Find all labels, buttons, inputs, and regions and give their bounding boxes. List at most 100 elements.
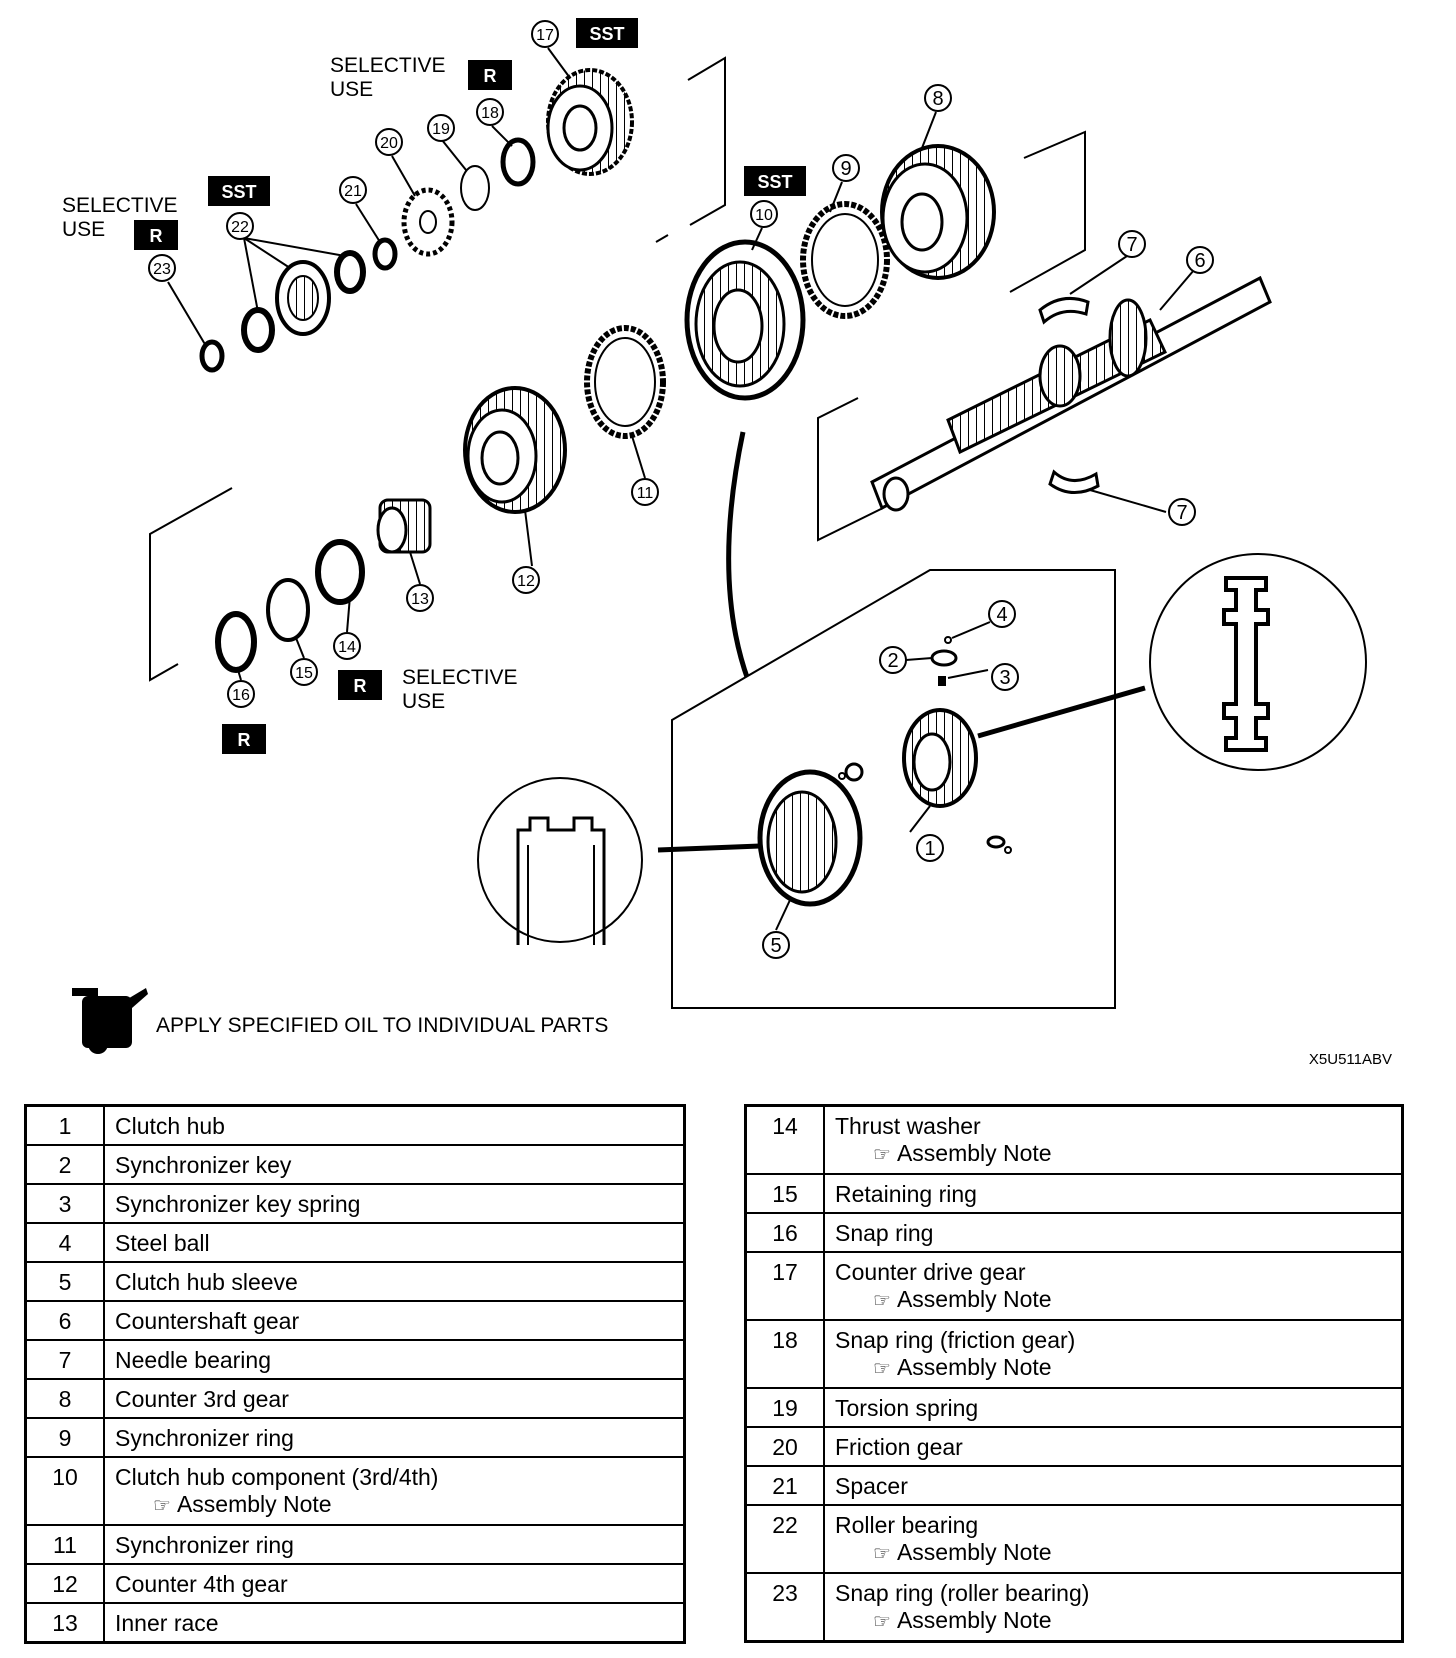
drawing-code: X5U511ABV — [1309, 1051, 1392, 1068]
callout-16: 16 — [227, 680, 255, 708]
r-badge-14: R — [338, 670, 382, 700]
callout-20: 20 — [375, 128, 403, 156]
part-14-thrust-washer — [315, 539, 365, 605]
table-row: 19 Torsion spring — [744, 1387, 1404, 1428]
svg-text:12: 12 — [517, 573, 535, 590]
detail-circle-key — [1149, 553, 1367, 771]
part-number: 21 — [744, 1465, 825, 1506]
svg-text:2: 2 — [887, 650, 898, 672]
part-name: Torsion spring — [835, 1395, 979, 1421]
table-row: 10 Clutch hub component (3rd/4th)☞Assembl… — [24, 1456, 686, 1526]
part-name: Spacer — [835, 1473, 908, 1499]
part-18-snap-ring — [500, 137, 536, 187]
assembly-note-link[interactable]: ☞Assembly Note — [835, 1607, 1391, 1636]
table-row: 21 Spacer — [744, 1465, 1404, 1506]
svg-text:4: 4 — [996, 604, 1007, 626]
selective-use-label-18: SELECTIVE USE — [330, 54, 446, 101]
assembly-note-label: Assembly Note — [896, 1607, 1052, 1633]
part-name: Snap ring — [835, 1220, 934, 1246]
r-badge-23: R — [134, 220, 178, 250]
part-name-cell: Synchronizer ring — [103, 1417, 686, 1458]
part-number: 17 — [744, 1251, 825, 1321]
callout-19: 19 — [427, 114, 455, 142]
part-number: 18 — [744, 1319, 825, 1389]
part-name: Synchronizer ring — [115, 1425, 294, 1451]
assembly-note-link[interactable]: ☞Assembly Note — [115, 1491, 673, 1520]
callout-17: 17 — [531, 20, 559, 48]
svg-text:15: 15 — [295, 665, 313, 682]
svg-text:21: 21 — [344, 183, 362, 200]
part-12-counter-4th-gear — [463, 386, 567, 514]
assembly-note-link[interactable]: ☞Assembly Note — [835, 1539, 1391, 1568]
part-19-torsion-spring — [460, 165, 490, 211]
part-number: 15 — [744, 1173, 825, 1214]
part-name-cell: Clutch hub sleeve — [103, 1261, 686, 1302]
svg-text:SELECTIVE: SELECTIVE — [330, 54, 446, 77]
part-1-clutch-hub — [902, 708, 978, 808]
callouts: 1 2 3 4 5 6 7 7 8 9 10 11 12 13 14 15 16… — [148, 20, 1214, 959]
part-name: Needle bearing — [115, 1347, 272, 1373]
callout-5: 5 — [762, 931, 790, 959]
r-badge-18: R — [468, 60, 512, 90]
table-row: 2 Synchronizer key — [24, 1144, 686, 1185]
clutch-hub-inset — [657, 569, 1146, 1009]
part-10-clutch-hub-component — [684, 239, 806, 401]
part-number: 14 — [744, 1104, 825, 1175]
svg-text:SELECTIVE: SELECTIVE — [62, 194, 178, 217]
part-name: Steel ball — [115, 1230, 210, 1256]
callout-9: 9 — [832, 154, 860, 182]
svg-text:1: 1 — [924, 838, 935, 860]
part-name: Inner race — [115, 1610, 219, 1636]
svg-text:SST: SST — [757, 172, 792, 192]
callout-7-bottom: 7 — [1168, 498, 1196, 526]
svg-text:17: 17 — [536, 27, 554, 44]
part-number: 6 — [24, 1300, 105, 1341]
part-number: 20 — [744, 1426, 825, 1467]
sst-badge-22: SST — [208, 176, 270, 206]
sst-badge-17: SST — [576, 18, 638, 48]
part-number: 19 — [744, 1387, 825, 1428]
svg-text:14: 14 — [338, 639, 356, 656]
assembly-note-link[interactable]: ☞Assembly Note — [835, 1354, 1391, 1383]
part-name-cell: Synchronizer ring — [103, 1524, 686, 1565]
callout-10: 10 — [750, 200, 778, 228]
part-7-needle-bearing — [1038, 296, 1100, 494]
part-number: 10 — [24, 1456, 105, 1526]
part-number: 12 — [24, 1563, 105, 1604]
part-name: Clutch hub component (3rd/4th) — [115, 1464, 439, 1490]
part-number: 3 — [24, 1183, 105, 1224]
part-4-steel-ball — [838, 636, 1012, 854]
callout-4: 4 — [988, 600, 1016, 628]
callout-14: 14 — [333, 632, 361, 660]
part-name-cell: Synchronizer key spring — [103, 1183, 686, 1224]
callout-1: 1 — [916, 834, 944, 862]
callout-15: 15 — [290, 658, 318, 686]
pointing-hand-icon: ☞ — [873, 1144, 891, 1166]
svg-text:SELECTIVE: SELECTIVE — [402, 666, 518, 689]
pointing-hand-icon: ☞ — [873, 1611, 891, 1633]
assembly-note-label: Assembly Note — [896, 1286, 1052, 1312]
part-name: Counter drive gear — [835, 1259, 1026, 1285]
assembly-note-link[interactable]: ☞Assembly Note — [835, 1140, 1391, 1169]
assembly-note-label: Assembly Note — [896, 1354, 1052, 1380]
part-number: 13 — [24, 1602, 105, 1644]
svg-text:R: R — [484, 66, 497, 86]
svg-text:19: 19 — [432, 121, 450, 138]
assembly-note-link[interactable]: ☞Assembly Note — [835, 1286, 1391, 1315]
part-13-inner-race — [376, 498, 432, 554]
part-number: 2 — [24, 1144, 105, 1185]
part-name: Roller bearing — [835, 1512, 979, 1538]
pointing-hand-icon: ☞ — [153, 1495, 171, 1517]
part-name-cell: Torsion spring — [823, 1387, 1404, 1428]
part-name: Synchronizer key — [115, 1152, 292, 1178]
part-name-cell: Thrust washer☞Assembly Note — [823, 1104, 1404, 1175]
part-name: Friction gear — [835, 1434, 963, 1460]
pointing-hand-icon: ☞ — [873, 1358, 891, 1380]
